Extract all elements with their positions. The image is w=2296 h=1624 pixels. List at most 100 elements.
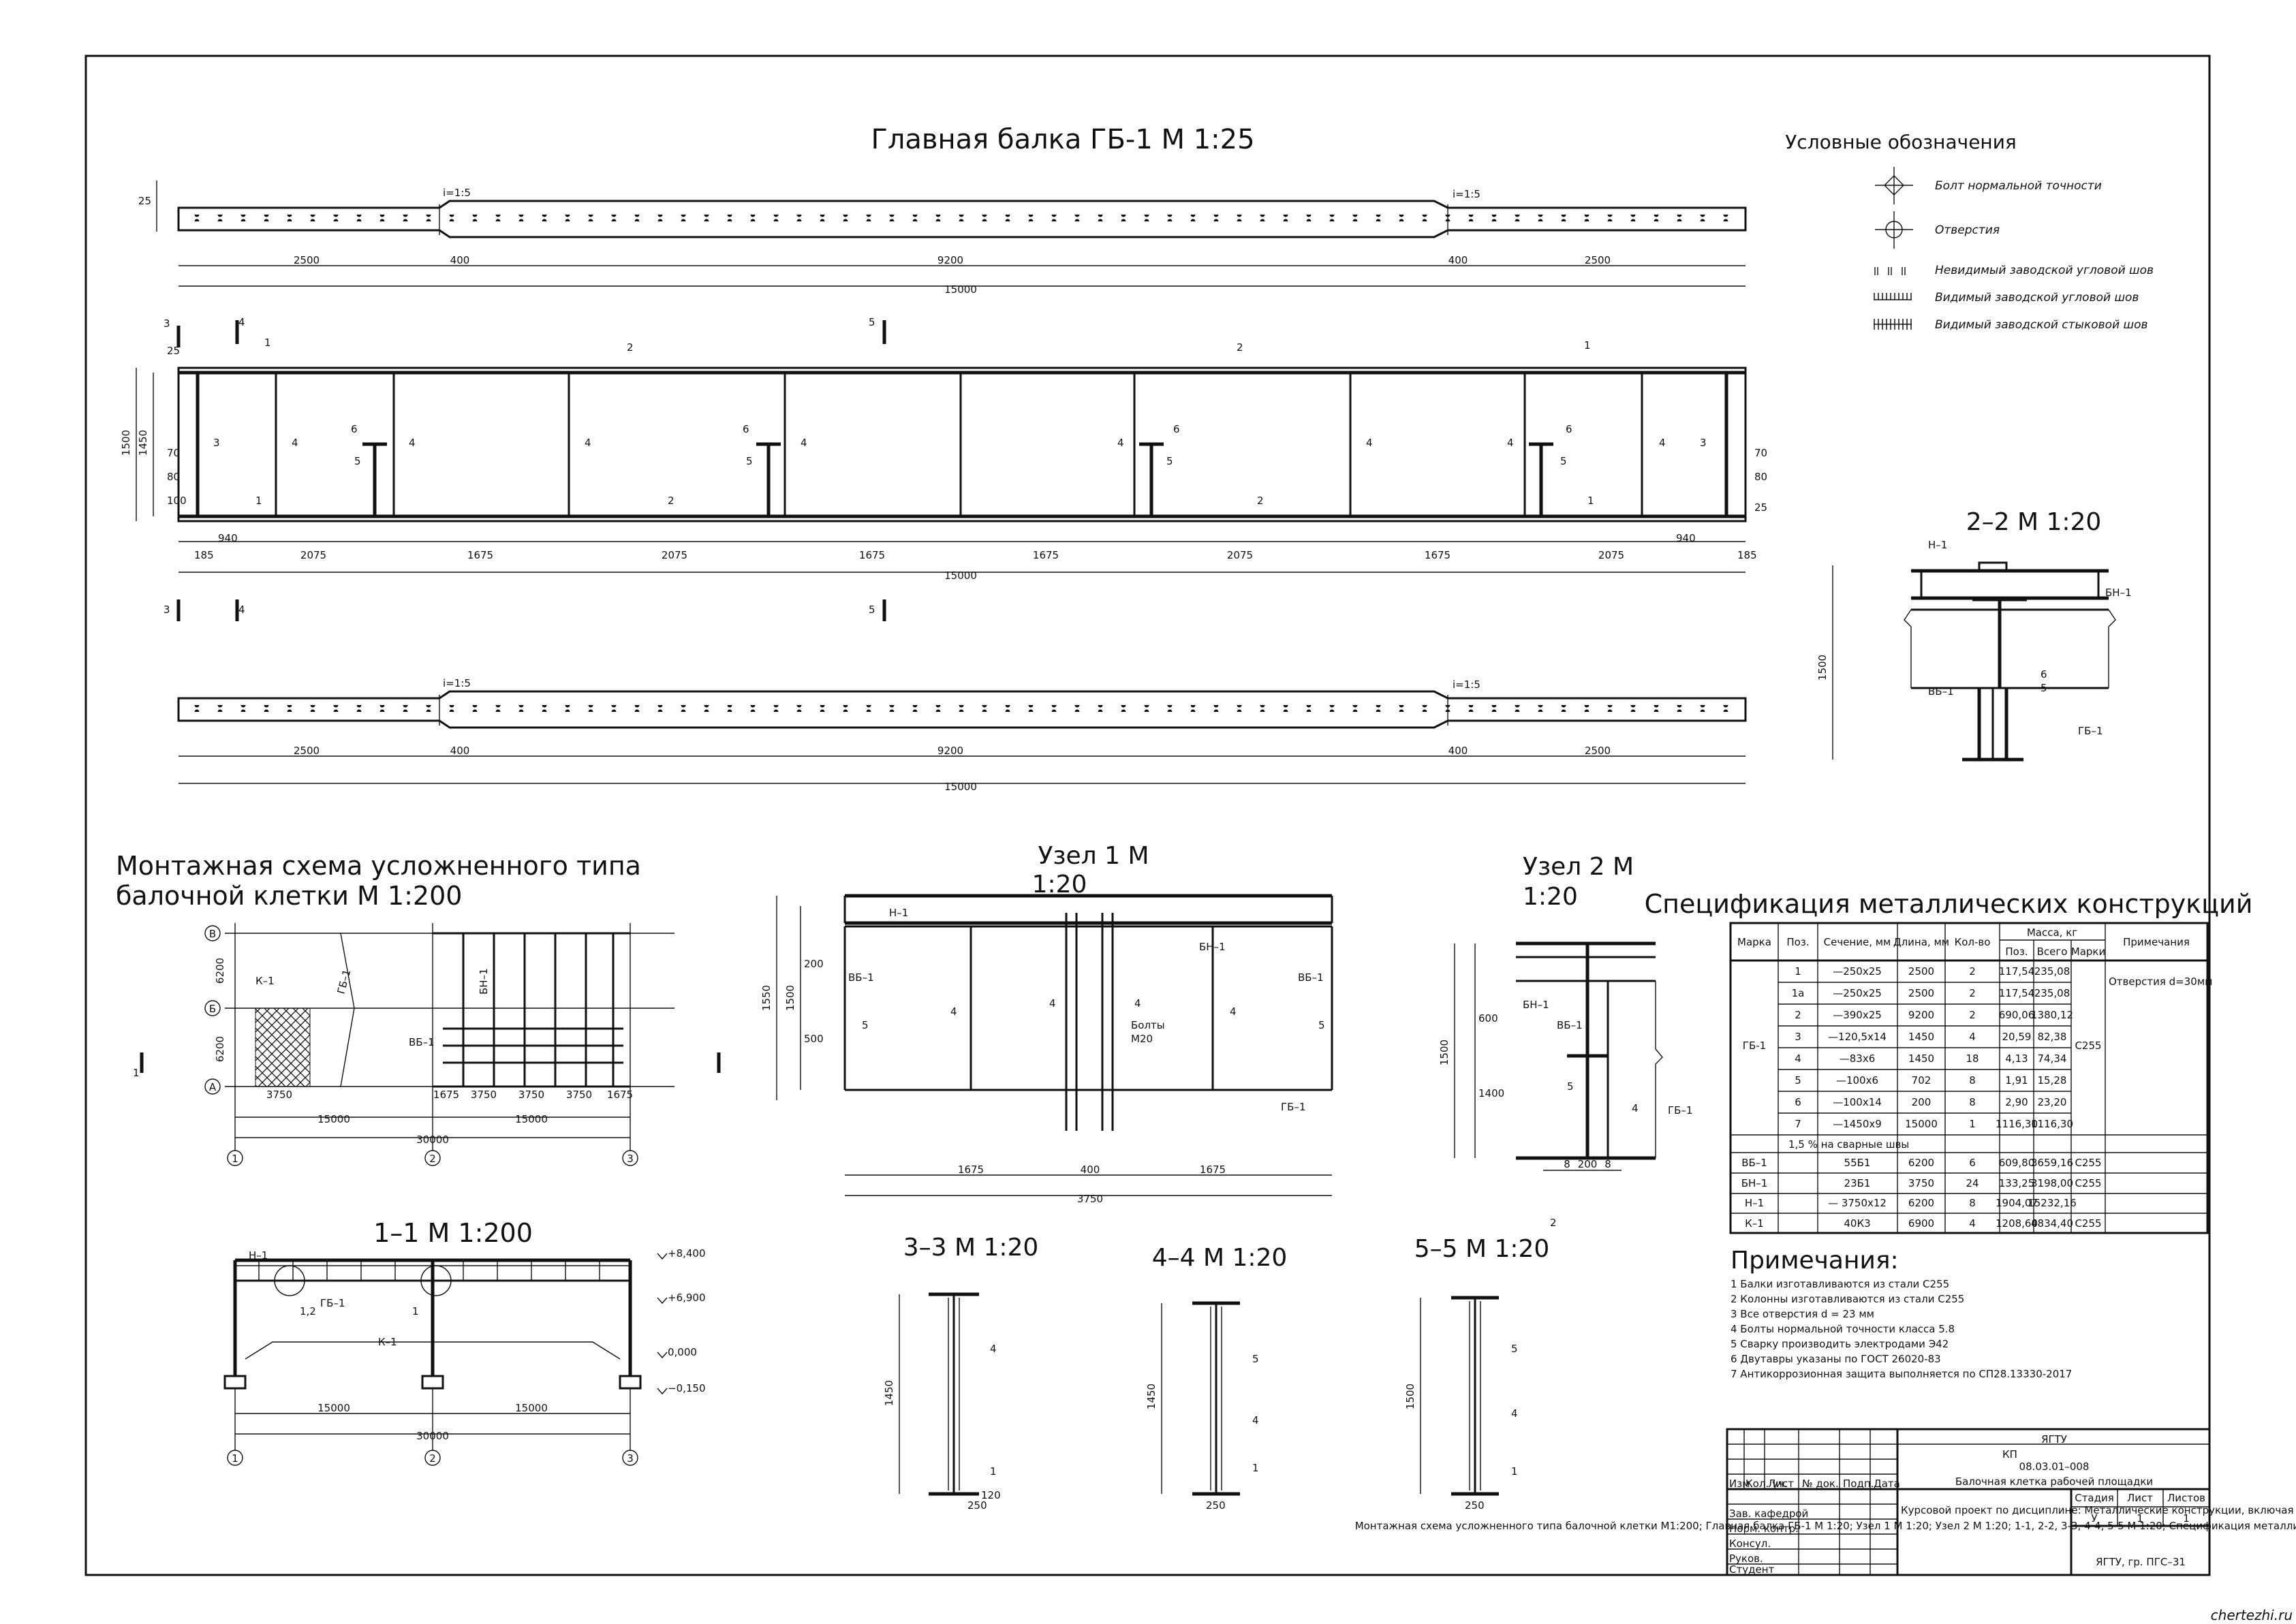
spec-cell: Н–1	[1745, 1197, 1764, 1209]
svg-text:ВБ–1: ВБ–1	[1557, 1019, 1583, 1031]
spec-cell: —250х25	[1833, 987, 1882, 999]
spec-cell: 4,13	[2005, 1052, 2028, 1065]
spec-cell: 6200	[1908, 1157, 1934, 1169]
spec-cell: — 3750х12	[1828, 1197, 1887, 1209]
svg-text:1675: 1675	[1033, 549, 1059, 561]
svg-text:1675: 1675	[1200, 1164, 1226, 1176]
svg-text:600: 600	[1478, 1012, 1498, 1025]
spec-cell: 4	[1969, 1217, 1976, 1230]
svg-text:1: 1	[264, 337, 271, 349]
svg-text:i=1:5: i=1:5	[443, 677, 471, 689]
svg-text:Листов: Листов	[2167, 1492, 2205, 1504]
svg-text:2500: 2500	[294, 745, 320, 757]
svg-text:Подп.: Подп.	[1843, 1478, 1874, 1490]
svg-text:2075: 2075	[1227, 549, 1253, 561]
svg-text:Лист: Лист	[1768, 1478, 1794, 1490]
svg-text:Отверстия: Отверстия	[1935, 223, 2000, 237]
svg-text:940: 940	[218, 532, 238, 544]
svg-text:Б: Б	[209, 1003, 216, 1015]
svg-text:балочной клетки М 1:200: балочной клетки М 1:200	[116, 881, 462, 911]
svg-text:i=1:5: i=1:5	[443, 187, 471, 199]
spec-cell: 8	[1969, 1197, 1976, 1209]
svg-text:i=1:5: i=1:5	[1453, 678, 1480, 691]
svg-text:Узел 1 М: Узел 1 М	[1038, 842, 1149, 870]
spec-cell: 1а	[1792, 987, 1805, 999]
spec-cell: 2,90	[2005, 1096, 2028, 1108]
svg-text:1:20: 1:20	[1032, 871, 1087, 899]
svg-text:1: 1	[990, 1465, 997, 1478]
spec-cell: 6	[1969, 1157, 1976, 1169]
spec-cell: —120,5х14	[1828, 1031, 1887, 1043]
watermark: chertezhi.ru	[2211, 1607, 2293, 1623]
svg-text:Н–1: Н–1	[1928, 539, 1947, 551]
spec-cell: —390х25	[1833, 1009, 1882, 1021]
section-4-4: 4–4 М 1:20 5 4 1 1450 250	[1145, 1244, 1287, 1512]
svg-text:2500: 2500	[1585, 254, 1611, 266]
svg-text:1 Балки изготавливаются из ста: 1 Балки изготавливаются из стали С255	[1731, 1278, 1949, 1290]
svg-text:185: 185	[194, 549, 214, 561]
svg-text:0,000: 0,000	[668, 1346, 697, 1358]
svg-text:3: 3	[164, 317, 170, 330]
svg-text:200: 200	[1578, 1158, 1598, 1170]
svg-text:2: 2	[1257, 495, 1264, 507]
svg-text:Балочная клетка рабочей площад: Балочная клетка рабочей площадки	[1955, 1475, 2153, 1488]
svg-text:Изм.: Изм.	[1729, 1478, 1753, 1490]
spec-cell: 200	[1912, 1096, 1932, 1108]
svg-text:100: 100	[167, 495, 187, 507]
svg-text:2075: 2075	[300, 549, 326, 561]
spec-cell: С255	[2075, 1217, 2101, 1230]
svg-text:Консул.: Консул.	[1729, 1537, 1771, 1550]
svg-text:9200: 9200	[937, 254, 963, 266]
svg-text:2500: 2500	[1585, 745, 1611, 757]
svg-text:5–5 М 1:20: 5–5 М 1:20	[1414, 1235, 1550, 1263]
spec-cell: 74,34	[2038, 1052, 2067, 1065]
svg-text:400: 400	[1081, 1164, 1100, 1176]
spec-cell: 20,59	[2002, 1031, 2032, 1043]
svg-text:ВБ–1: ВБ–1	[848, 971, 874, 984]
node-1: Узел 1 М 1:20 Н–1 ВБ–1 БН–1 ВБ–1 ГБ–1 Бо…	[760, 842, 1333, 1205]
spec-cell: 2	[1795, 1009, 1801, 1021]
svg-text:1450: 1450	[1145, 1384, 1158, 1409]
svg-text:К–1: К–1	[255, 975, 275, 987]
svg-text:5: 5	[869, 316, 875, 328]
svg-text:4: 4	[990, 1343, 997, 1355]
spec-cell: 4	[1969, 1031, 1976, 1043]
svg-text:1: 1	[2137, 1512, 2143, 1525]
svg-text:250: 250	[967, 1499, 987, 1512]
svg-text:КП: КП	[2002, 1448, 2017, 1461]
hole-symbol-icon	[1875, 211, 1913, 249]
svg-text:4: 4	[1252, 1414, 1259, 1426]
svg-text:4: 4	[409, 437, 416, 449]
spec-cell: 15,28	[2038, 1074, 2067, 1087]
svg-text:1: 1	[255, 495, 262, 507]
svg-text:2075: 2075	[662, 549, 687, 561]
svg-text:Дата: Дата	[1874, 1478, 1900, 1490]
svg-text:400: 400	[450, 254, 470, 266]
svg-text:1450: 1450	[137, 430, 149, 456]
svg-text:8: 8	[1564, 1158, 1570, 1170]
spec-cell: 1380,12	[2031, 1009, 2073, 1021]
spec-cell: 9200	[1908, 1009, 1934, 1021]
svg-text:15000: 15000	[944, 781, 977, 793]
svg-text:5: 5	[1166, 455, 1173, 467]
spec-cell: 6200	[1908, 1197, 1934, 1209]
svg-text:2: 2	[627, 341, 634, 354]
svg-text:Длина, мм: Длина, мм	[1893, 936, 1949, 948]
spec-cell: 235,08	[2034, 987, 2070, 999]
svg-text:25: 25	[138, 195, 151, 207]
svg-text:1,5 % на сварные швы: 1,5 % на сварные швы	[1788, 1138, 1909, 1151]
spec-cell: —100х6	[1836, 1074, 1878, 1087]
svg-text:ГБ–1: ГБ–1	[335, 968, 353, 995]
spec-cell: 3659,16	[2031, 1157, 2073, 1169]
svg-text:№ док.: № док.	[1802, 1478, 1839, 1490]
svg-text:У: У	[2091, 1512, 2097, 1525]
svg-text:08.03.01–008: 08.03.01–008	[2019, 1461, 2090, 1473]
svg-text:1: 1	[232, 1452, 238, 1465]
svg-text:1675: 1675	[958, 1164, 984, 1176]
svg-text:Н–1: Н–1	[889, 907, 908, 919]
svg-text:Болт нормальной точности: Болт нормальной точности	[1935, 179, 2102, 193]
svg-text:1:20: 1:20	[1523, 883, 1578, 911]
beam-bottom-plan: i=1:5 i=1:5 2500 400 9200 400 2500 15000	[177, 677, 1747, 793]
svg-text:200: 200	[804, 958, 824, 970]
